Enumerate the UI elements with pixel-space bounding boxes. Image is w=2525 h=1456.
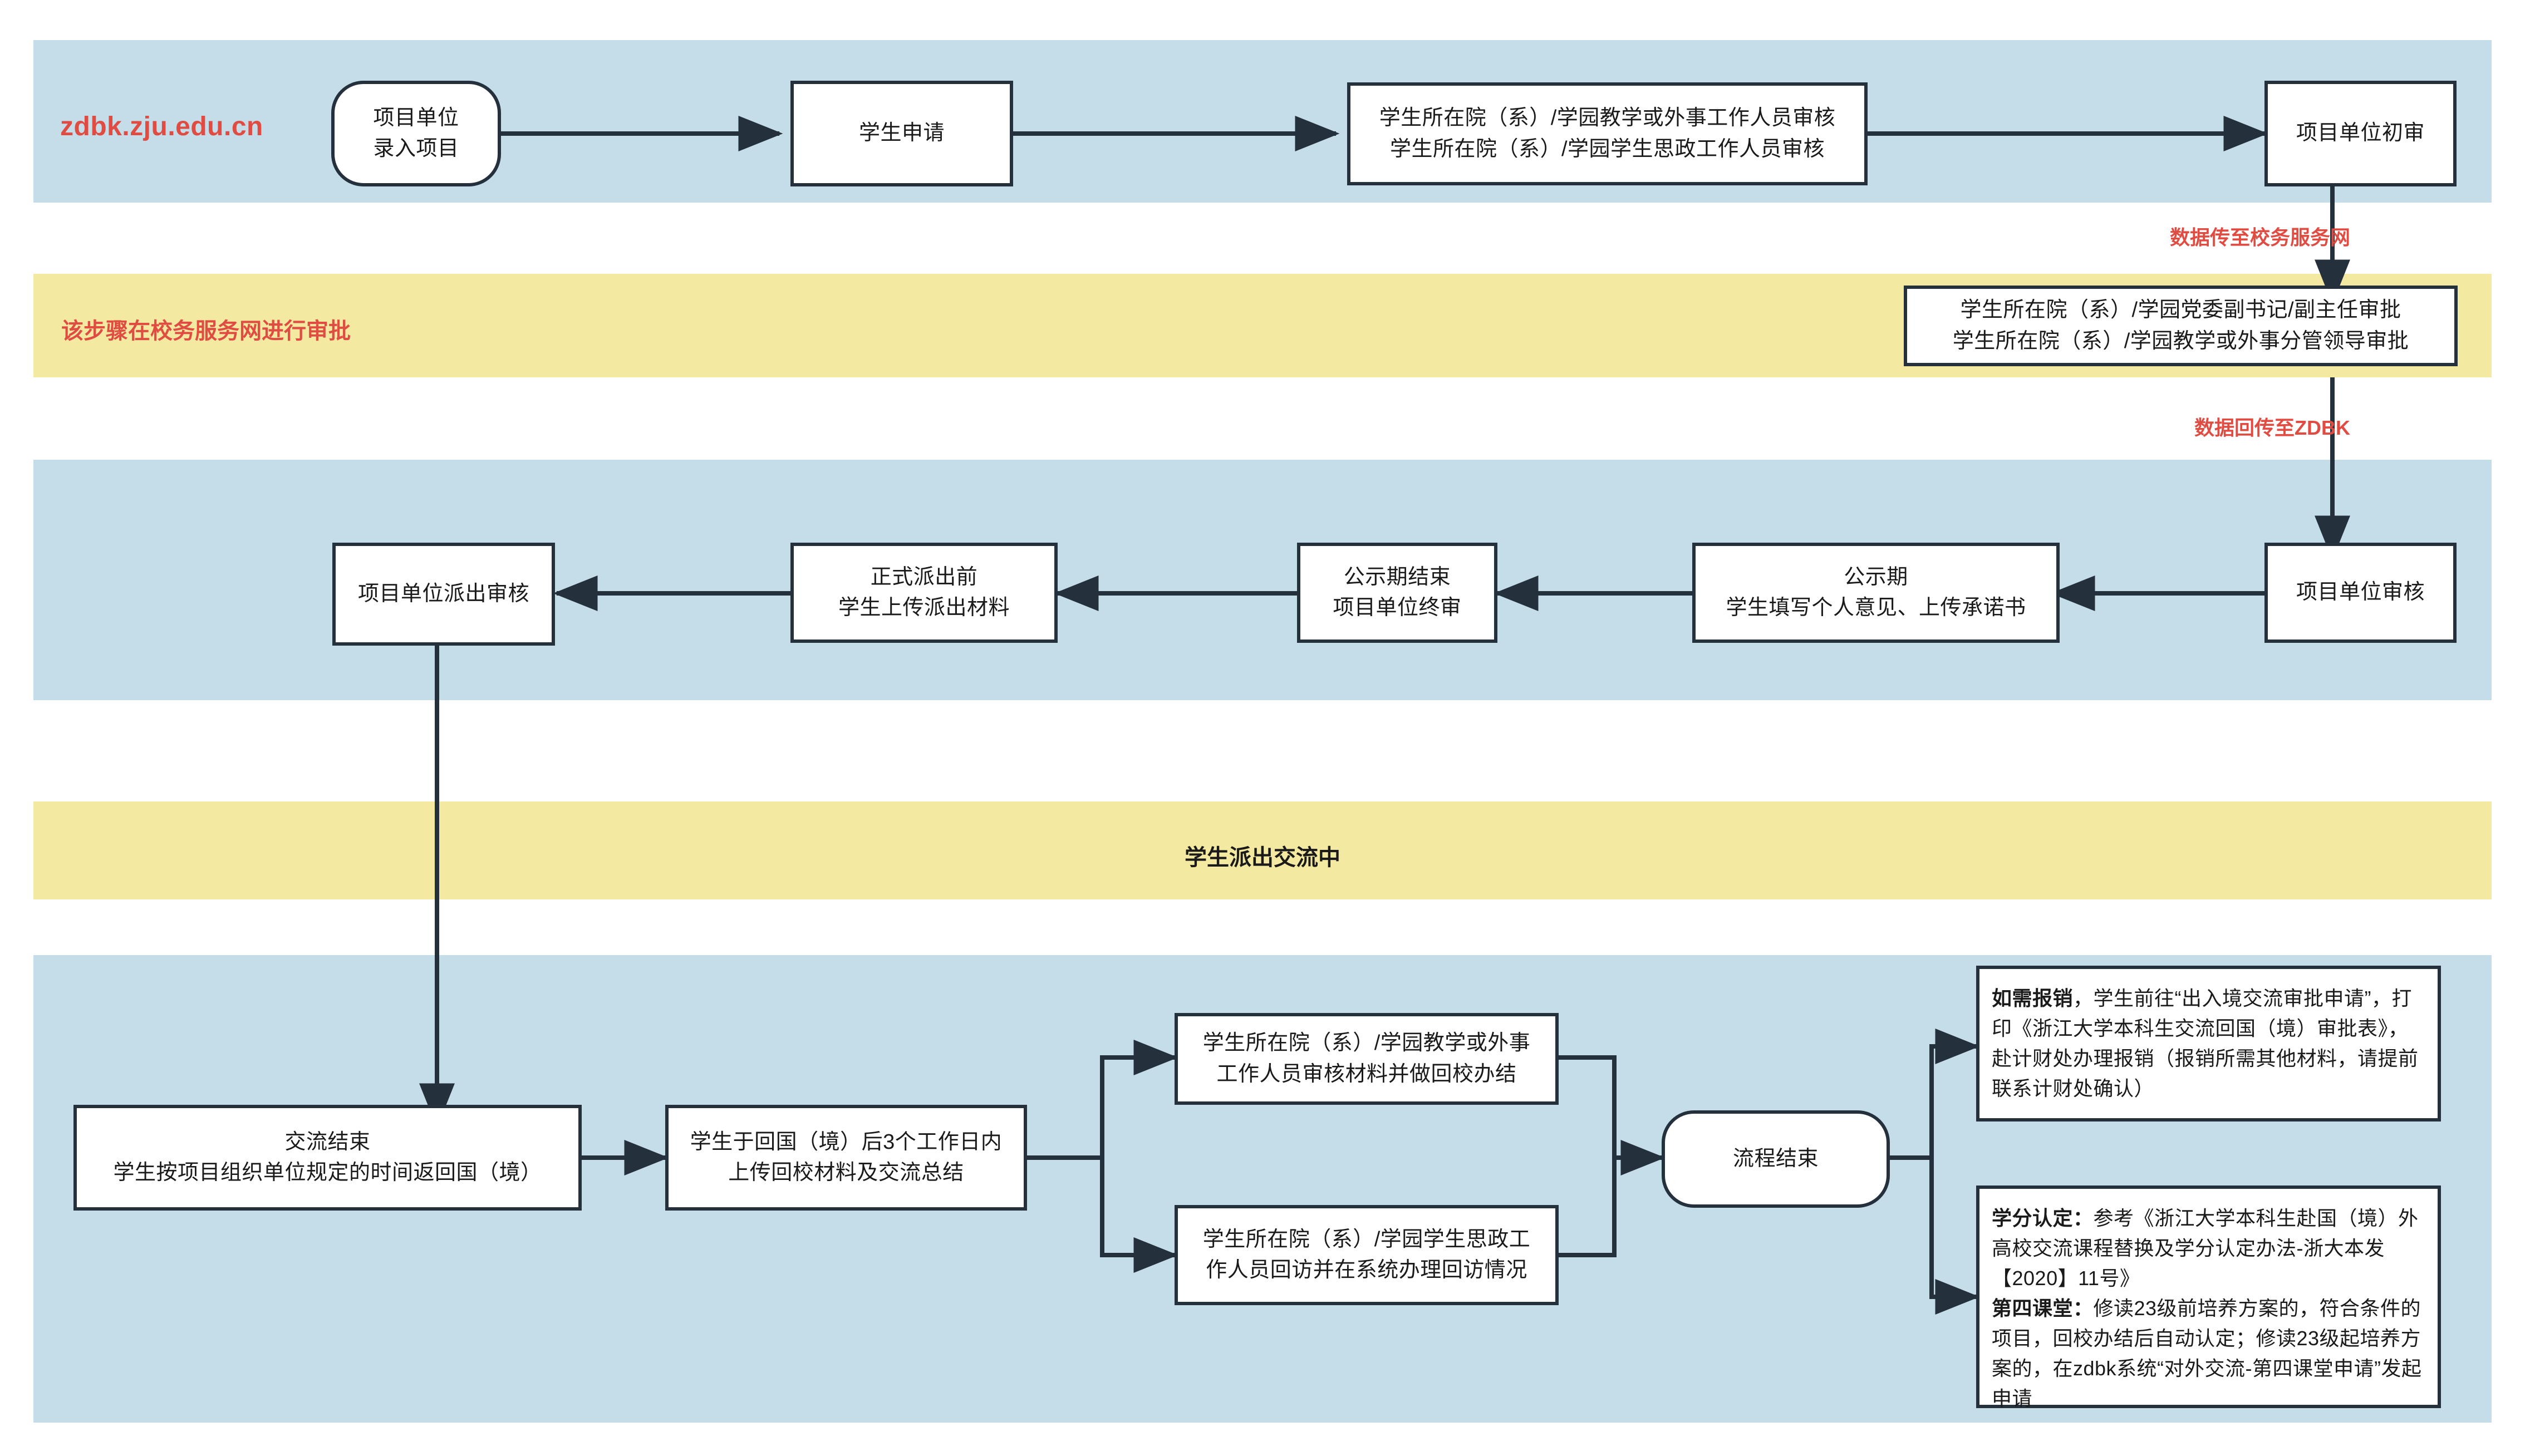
node-project-unit-first-review[interactable]: 项目单位初审 [2264, 81, 2457, 186]
node-college-material-review[interactable]: 学生所在院（系）/学园教学或外事 工作人员审核材料并做回校办结 [1175, 1013, 1559, 1105]
node-project-unit-review[interactable]: 项目单位审核 [2264, 543, 2457, 643]
exchange-ongoing-band-label: 学生派出交流中 [1185, 845, 1340, 870]
node-publicity-end-final-review[interactable]: 公示期结束 项目单位终审 [1297, 543, 1497, 643]
node-college-staff-review[interactable]: 学生所在院（系）/学园教学或外事工作人员审核 学生所在院（系）/学园学生思政工作… [1347, 82, 1868, 185]
node-upload-return-materials[interactable]: 学生于回国（境）后3个工作日内 上传回校材料及交流总结 [665, 1105, 1027, 1211]
node-process-end[interactable]: 流程结束 [1662, 1110, 1890, 1208]
note-fourth-classroom-title: 第四课堂： [1992, 1297, 2094, 1320]
node-project-unit-entry[interactable]: 项目单位 录入项目 [331, 81, 501, 186]
note-reimbursement[interactable]: 如需报销，学生前往“出入境交流审批申请”，打印《浙江大学本科生交流回国（境）审批… [1976, 966, 2441, 1121]
data-back-to-zdbk-label: 数据回传至ZDBK [2194, 416, 2350, 439]
band-exchange-ongoing [33, 801, 2492, 899]
campus-service-band-label: 该步骤在校务服务网进行审批 [61, 319, 351, 343]
node-exchange-end-return[interactable]: 交流结束 学生按项目组织单位规定的时间返回国（境） [73, 1105, 582, 1211]
node-student-application[interactable]: 学生申请 [790, 81, 1013, 186]
node-project-unit-dispatch-review[interactable]: 项目单位派出审核 [332, 543, 555, 646]
data-to-campus-service-label: 数据传至校务服务网 [2169, 226, 2350, 249]
site-url-label: zdbk.zju.edu.cn [60, 112, 263, 141]
note-reimbursement-title: 如需报销 [1992, 987, 2074, 1010]
node-before-dispatch-upload[interactable]: 正式派出前 学生上传派出材料 [790, 543, 1058, 643]
note-credit-title: 学分认定： [1992, 1207, 2094, 1229]
note-fourth-classroom-body: 修读23级前培养方案的，符合条件的项目，回校办结后自动认定；修读23级起培养方案… [1992, 1297, 2422, 1410]
note-reimbursement-body: ，学生前往“出入境交流审批申请”，打印《浙江大学本科生交流回国（境）审批表》，赴… [1992, 987, 2419, 1100]
note-credit-and-fourth-classroom[interactable]: 学分认定：参考《浙江大学本科生赴国（境）外高校交流课程替换及学分认定办法-浙大本… [1976, 1186, 2441, 1410]
note-credit-body: 参考《浙江大学本科生赴国（境）外高校交流课程替换及学分认定办法-浙大本发【202… [1992, 1207, 2419, 1290]
node-publicity-period[interactable]: 公示期 学生填写个人意见、上传承诺书 [1692, 543, 2060, 643]
node-party-leader-approval[interactable]: 学生所在院（系）/学园党委副书记/副主任审批 学生所在院（系）/学园教学或外事分… [1904, 286, 2458, 366]
node-college-followup-visit[interactable]: 学生所在院（系）/学园学生思政工 作人员回访并在系统办理回访情况 [1175, 1205, 1559, 1305]
